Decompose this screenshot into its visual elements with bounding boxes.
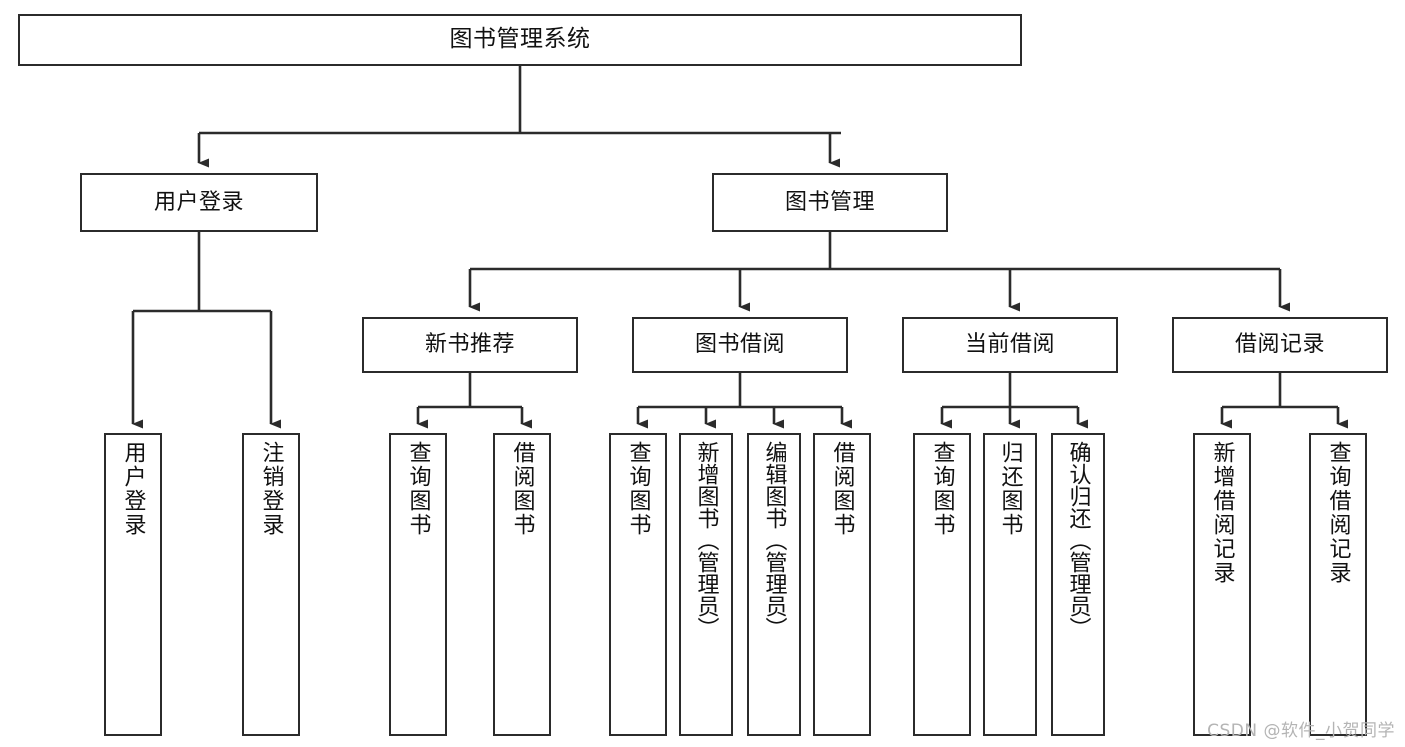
node-leaf-add-book-admin-label: 新增图书（管理员） <box>693 441 719 639</box>
node-book-management-label: 图书管理 <box>784 189 875 215</box>
node-leaf-borrow-book[interactable]: 借阅图书 <box>813 433 871 736</box>
node-leaf-add-borrow-record-label: 新增借阅记录 <box>1209 441 1235 585</box>
node-leaf-query-book-current[interactable]: 查询图书 <box>913 433 971 736</box>
node-leaf-edit-book-admin[interactable]: 编辑图书（管理员） <box>747 433 801 736</box>
node-leaf-return-book-label: 归还图书 <box>997 441 1023 537</box>
node-leaf-add-borrow-record[interactable]: 新增借阅记录 <box>1193 433 1251 736</box>
node-leaf-return-book[interactable]: 归还图书 <box>983 433 1037 736</box>
node-book-borrow-label: 图书借阅 <box>694 332 785 358</box>
node-leaf-logout[interactable]: 注销登录 <box>242 433 300 736</box>
node-leaf-confirm-return-admin[interactable]: 确认归还（管理员） <box>1051 433 1105 736</box>
node-leaf-query-book-recommend[interactable]: 查询图书 <box>389 433 447 736</box>
node-leaf-query-borrow-record[interactable]: 查询借阅记录 <box>1309 433 1367 736</box>
node-leaf-user-login[interactable]: 用户登录 <box>104 433 162 736</box>
node-user-login[interactable]: 用户登录 <box>80 173 318 232</box>
node-current-borrow[interactable]: 当前借阅 <box>902 317 1118 373</box>
csdn-watermark: CSDN @软件_小贺同学 <box>1207 721 1395 741</box>
node-leaf-query-book-recommend-label: 查询图书 <box>405 441 431 537</box>
node-current-borrow-label: 当前借阅 <box>964 332 1055 358</box>
node-leaf-query-book-current-label: 查询图书 <box>929 441 955 537</box>
node-new-book-recommend[interactable]: 新书推荐 <box>362 317 578 373</box>
node-borrow-record[interactable]: 借阅记录 <box>1172 317 1388 373</box>
node-book-borrow[interactable]: 图书借阅 <box>632 317 848 373</box>
node-root-system-label: 图书管理系统 <box>449 26 591 53</box>
node-book-management[interactable]: 图书管理 <box>712 173 948 232</box>
node-leaf-add-book-admin[interactable]: 新增图书（管理员） <box>679 433 733 736</box>
node-user-login-label: 用户登录 <box>153 189 244 215</box>
node-root-system[interactable]: 图书管理系统 <box>18 14 1022 66</box>
node-leaf-query-borrow-record-label: 查询借阅记录 <box>1325 441 1351 585</box>
node-leaf-edit-book-admin-label: 编辑图书（管理员） <box>761 441 787 639</box>
node-leaf-query-book-borrow[interactable]: 查询图书 <box>609 433 667 736</box>
node-leaf-query-book-borrow-label: 查询图书 <box>625 441 651 537</box>
node-leaf-logout-label: 注销登录 <box>258 441 284 537</box>
node-leaf-confirm-return-admin-label: 确认归还（管理员） <box>1065 441 1091 639</box>
node-leaf-borrow-book-recommend[interactable]: 借阅图书 <box>493 433 551 736</box>
node-leaf-user-login-label: 用户登录 <box>120 441 146 537</box>
node-new-book-recommend-label: 新书推荐 <box>424 332 515 358</box>
node-borrow-record-label: 借阅记录 <box>1234 332 1325 358</box>
node-leaf-borrow-book-recommend-label: 借阅图书 <box>509 441 535 537</box>
node-leaf-borrow-book-label: 借阅图书 <box>829 441 855 537</box>
